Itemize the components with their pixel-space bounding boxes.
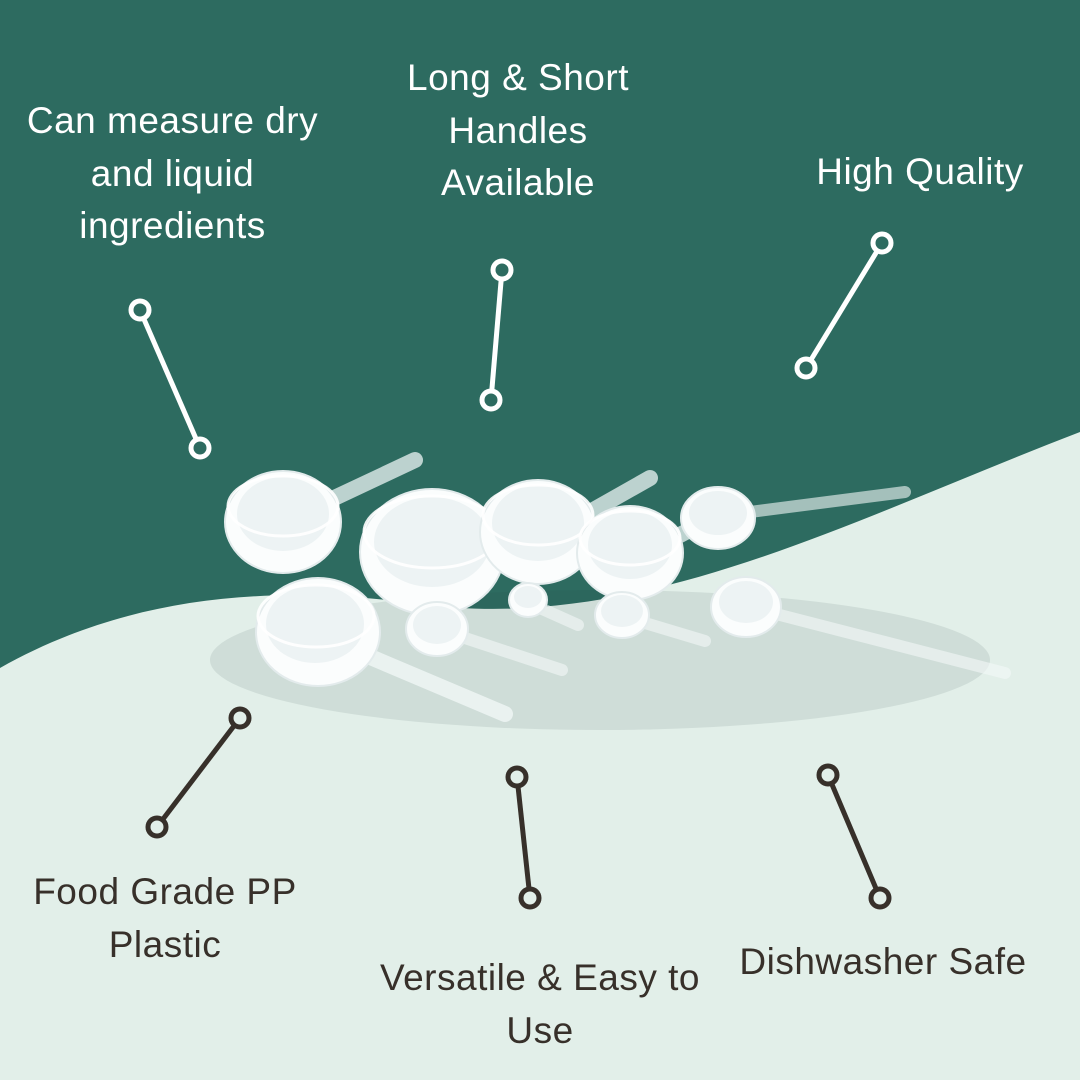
callout-dishwasher-label: Dishwasher Safe xyxy=(739,941,1027,982)
connector-food-grade xyxy=(145,706,252,839)
callout-quality-label: High Quality xyxy=(816,151,1024,192)
connector-versatile xyxy=(505,765,542,910)
wave-shape xyxy=(0,432,1080,1080)
connector-measure xyxy=(128,298,212,460)
connector-dishwasher xyxy=(816,763,892,910)
callout-measure-label: Can measure dry and liquid ingredients xyxy=(26,100,319,247)
scoop-large-3 xyxy=(479,470,658,585)
callout-versatile-label: Versatile & Easy to Use xyxy=(379,957,701,1051)
connector-quality xyxy=(794,231,894,380)
scoop-large-angled xyxy=(255,577,513,722)
scoop-long-handle-top xyxy=(680,486,911,550)
scoop-small-2 xyxy=(594,591,711,647)
connector-handles xyxy=(479,258,514,412)
scoop-large-1 xyxy=(224,452,423,574)
scoop-tiny xyxy=(508,582,584,631)
scoop-long-handle-bottom xyxy=(710,576,1011,679)
callout-food-grade-label: Food Grade PP Plastic xyxy=(33,871,297,965)
callout-handles-label: Long & Short Handles Available xyxy=(407,57,629,204)
scoop-small-1 xyxy=(405,601,568,676)
